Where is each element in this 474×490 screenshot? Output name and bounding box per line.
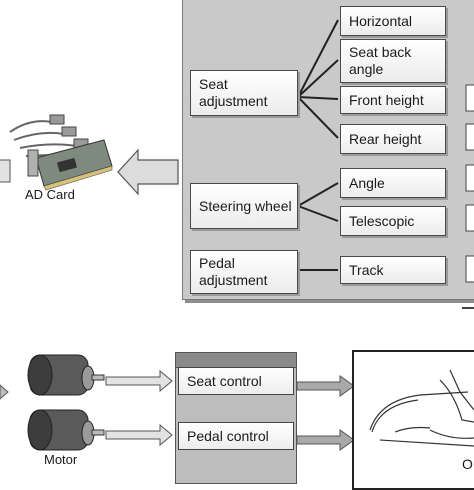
seat-connectors [297,19,339,139]
item-label: Seat back angle [349,44,412,77]
category-seat-adjustment: Seat adjustment [190,70,298,116]
item-label: Rear height [349,130,422,147]
ad-card-label: AD Card [25,187,75,202]
item-label: Front height [349,91,424,108]
item-label: Track [349,261,384,278]
connector-layer [0,19,474,451]
motor-label: Motor [44,452,78,467]
item-label: Telescopic [349,212,415,229]
category-steering-wheel: Steering wheel [190,183,298,229]
arrow-motor-seat [105,369,173,393]
category-label: Seat adjustment [199,76,268,109]
object-frame [352,350,474,490]
vehicle-illustration [369,369,474,447]
item-label: Angle [349,174,385,191]
item-label: Horizontal [349,12,413,29]
object-label-partial: O [462,456,473,472]
ad-card-icon [9,114,113,191]
seat-control-box: Seat control [178,367,294,395]
item-seat-back-angle: Seat back angle [340,39,446,83]
arrow-seat-object [296,375,355,397]
right-edge-boxes [465,84,474,283]
item-track: Track [340,256,446,284]
control-label: Seat control [187,373,262,389]
arrow-to-adcard [117,148,179,196]
car-outline-icon [369,369,474,447]
ad-card-illustration [9,114,113,191]
item-rear-height: Rear height [340,124,446,154]
motors-illustration [27,354,105,451]
category-label: Pedal adjustment [199,255,268,288]
motor-icon [27,409,105,451]
control-label: Pedal control [187,428,269,444]
motor-icon [27,354,105,396]
pedal-control-box: Pedal control [178,422,294,450]
steering-connectors [297,182,339,222]
item-telescopic: Telescopic [340,206,446,236]
arrow-pedal-object [296,429,355,451]
category-pedal-adjustment: Pedal adjustment [190,250,298,294]
category-label: Steering wheel [199,197,292,214]
item-angle: Angle [340,168,446,198]
left-stub [0,159,11,183]
item-front-height: Front height [340,86,446,114]
item-horizontal: Horizontal [340,6,446,36]
left-arrow-1 [0,384,9,400]
arrow-motor-pedal [105,423,173,447]
